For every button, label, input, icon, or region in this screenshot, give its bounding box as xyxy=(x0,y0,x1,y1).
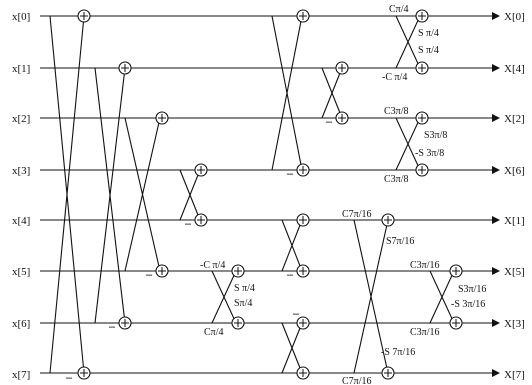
coef-label: C7π/16 xyxy=(342,209,372,220)
coef-label: C3π/8 xyxy=(384,106,409,117)
input-label-5: x[5] xyxy=(12,266,30,278)
coef-label: C3π/8 xyxy=(384,174,409,185)
arrowhead xyxy=(492,166,500,174)
minus-signs: – – – – – – – – xyxy=(65,114,333,384)
minus-sign: – xyxy=(286,267,294,281)
coef-label: -S 3π/16 xyxy=(451,299,485,310)
coef-label: C7π/16 xyxy=(342,376,372,385)
arrowhead xyxy=(492,216,500,224)
input-labels: x[0] x[1] x[2] x[3] x[4] x[5] x[6] x[7] xyxy=(12,11,30,381)
adder-node xyxy=(335,111,349,125)
signal-lines xyxy=(40,15,495,374)
arrowhead xyxy=(492,64,500,72)
stage-2-butterflies xyxy=(271,15,343,374)
minus-sign: – xyxy=(325,114,333,128)
coef-label: -S 3π/8 xyxy=(415,148,444,159)
adder-node xyxy=(155,264,169,278)
coef-label: S7π/16 xyxy=(386,236,414,247)
input-label-1: x[1] xyxy=(12,63,30,75)
coef-label: Cπ/4 xyxy=(204,327,224,338)
coef-label: S π/4 xyxy=(418,45,439,56)
coefficient-labels: Cπ/4 S π/4 S π/4 -C π/4 C3π/8 S3π/8 -S 3… xyxy=(200,4,486,385)
adder-node xyxy=(296,163,310,177)
adder-node xyxy=(449,316,463,330)
arrowhead xyxy=(492,267,500,275)
minus-sign: – xyxy=(108,319,116,333)
adder-node xyxy=(231,264,245,278)
adder-node xyxy=(296,366,310,380)
output-label-7: X[7] xyxy=(504,369,525,381)
adder-nodes xyxy=(77,9,463,380)
output-label-6: X[3] xyxy=(504,318,525,330)
adder-node xyxy=(415,61,429,75)
adder-node xyxy=(77,9,91,23)
coef-label: C3π/16 xyxy=(410,327,440,338)
output-label-0: X[0] xyxy=(504,11,525,23)
arrowhead xyxy=(492,369,500,377)
coef-label: -C π/4 xyxy=(382,72,407,83)
output-arrowheads xyxy=(492,12,500,377)
stage-1-butterflies xyxy=(49,15,201,374)
coef-label: -S 7π/16 xyxy=(381,347,415,358)
output-label-1: X[4] xyxy=(504,63,525,75)
adder-node xyxy=(335,61,349,75)
adder-node xyxy=(194,213,208,227)
output-label-2: X[2] xyxy=(504,113,525,125)
adder-node xyxy=(296,316,310,330)
coef-label: -C π/4 xyxy=(200,260,225,271)
minus-sign: – xyxy=(292,306,300,320)
coef-label: Sπ/4 xyxy=(234,298,252,309)
coef-label: S π/4 xyxy=(234,283,255,294)
coef-label: S3π/16 xyxy=(458,284,486,295)
adder-node xyxy=(231,316,245,330)
adder-node xyxy=(194,163,208,177)
adder-node xyxy=(77,366,91,380)
adder-node xyxy=(415,163,429,177)
adder-node xyxy=(155,111,169,125)
output-label-3: X[6] xyxy=(504,165,525,177)
adder-node xyxy=(415,9,429,23)
input-label-4: x[4] xyxy=(12,215,30,227)
rotation-butterflies xyxy=(211,15,455,374)
adder-node xyxy=(381,366,395,380)
arrowhead xyxy=(492,319,500,327)
input-label-7: x[7] xyxy=(12,369,30,381)
adder-node xyxy=(381,213,395,227)
adder-node xyxy=(415,111,429,125)
coef-label: C3π/16 xyxy=(410,260,440,271)
input-label-2: x[2] xyxy=(12,113,30,125)
output-label-4: X[1] xyxy=(504,215,525,227)
arrowhead xyxy=(492,114,500,122)
arrowhead xyxy=(492,12,500,20)
minus-sign: – xyxy=(184,216,192,230)
output-labels: X[0] X[4] X[2] X[6] X[1] X[5] X[3] X[7] xyxy=(504,11,525,381)
input-label-3: x[3] xyxy=(12,165,30,177)
adder-node xyxy=(449,264,463,278)
output-label-5: X[5] xyxy=(504,266,525,278)
coef-label: Cπ/4 xyxy=(389,4,409,15)
minus-sign: – xyxy=(286,166,294,180)
input-label-6: x[6] xyxy=(12,318,30,330)
adder-node xyxy=(296,213,310,227)
minus-sign: – xyxy=(145,267,153,281)
input-label-0: x[0] xyxy=(12,11,30,23)
coef-label: S3π/8 xyxy=(424,130,447,141)
coef-label: S π/4 xyxy=(418,28,439,39)
adder-node xyxy=(118,61,132,75)
adder-node xyxy=(296,264,310,278)
adder-node xyxy=(296,9,310,23)
minus-sign: – xyxy=(65,370,73,384)
adder-node xyxy=(118,316,132,330)
